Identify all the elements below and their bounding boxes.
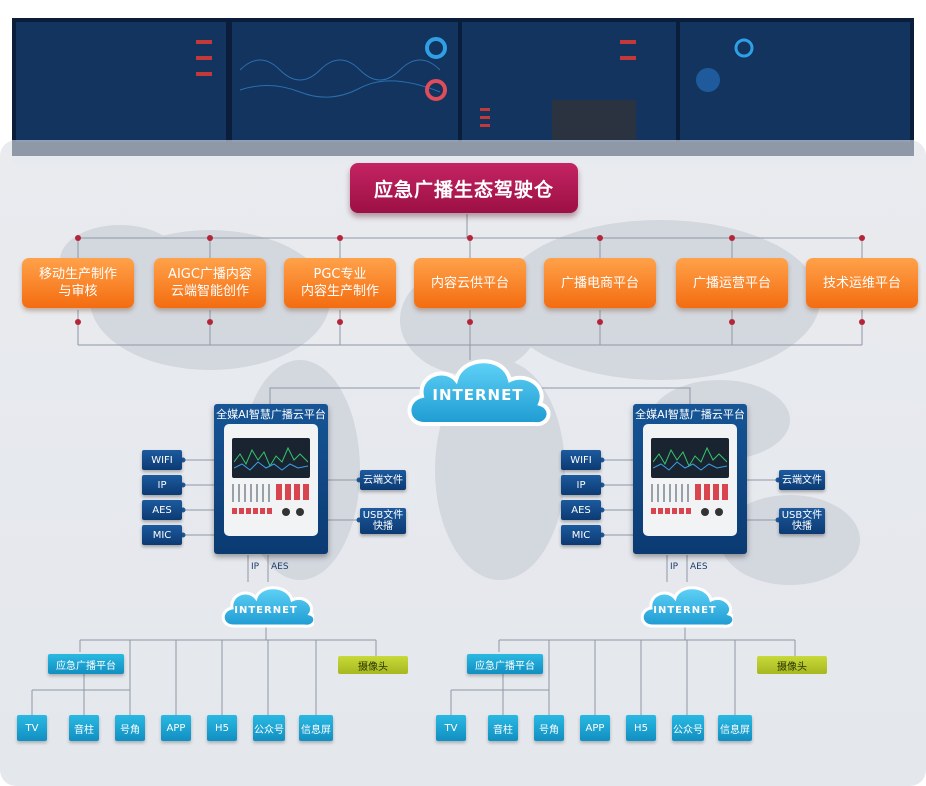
internet-cloud-icon (640, 586, 733, 628)
terminal-info-screen: 信息屏 (299, 715, 333, 741)
input-mic: MIC (561, 525, 601, 545)
node-dot (859, 319, 865, 325)
output-usb-quickplay: USB文件 快播 (360, 508, 406, 534)
node-dot (859, 235, 865, 241)
platform-operation: 广播运营平台 (676, 258, 788, 308)
camera-node: 摄像头 (338, 656, 408, 674)
broadcast-console-icon (643, 424, 737, 536)
platform-aigc-creation: AIGC广播内容 云端智能创作 (154, 258, 266, 308)
terminal-official-account: 公众号 (253, 715, 285, 741)
input-ip: IP (561, 475, 601, 495)
node-dot (729, 235, 735, 241)
link-label-ip: IP (251, 562, 260, 572)
terminal-app: APP (161, 715, 191, 741)
terminal-app: APP (580, 715, 610, 741)
platform-mobile-production: 移动生产制作 与审核 (22, 258, 134, 308)
node-dot (337, 319, 343, 325)
node-dot (207, 319, 213, 325)
output-cloud-file: 云端文件 (779, 470, 825, 490)
terminal-h5: H5 (626, 715, 656, 741)
platform-tech-maintenance: 技术运维平台 (806, 258, 918, 308)
terminal-tv: TV (436, 715, 466, 741)
terminal-tv: TV (17, 715, 47, 741)
node-dot (75, 319, 81, 325)
link-label-ip: IP (670, 562, 679, 572)
terminal-horn: 号角 (534, 715, 564, 741)
node-dot (207, 235, 213, 241)
internet-cloud-icon (407, 359, 551, 427)
input-wifi: WIFI (142, 450, 182, 470)
cloud-platform-panel-right: 全媒AI智慧广播云平台 (633, 404, 747, 554)
terminal-info-screen: 信息屏 (718, 715, 752, 741)
input-wifi: WIFI (561, 450, 601, 470)
terminal-speaker-column: 音柱 (488, 715, 518, 741)
emergency-platform: 应急广播平台 (467, 654, 543, 674)
title-banner: 应急广播生态驾驶仓 (350, 163, 578, 213)
input-mic: MIC (142, 525, 182, 545)
input-ip: IP (142, 475, 182, 495)
terminal-official-account: 公众号 (672, 715, 704, 741)
node-dot (75, 235, 81, 241)
node-dot (467, 235, 473, 241)
output-usb-quickplay: USB文件 快播 (779, 508, 825, 534)
node-dot (597, 235, 603, 241)
link-label-aes: AES (271, 562, 289, 572)
internet-label: INTERNET (432, 386, 524, 404)
internet-label: INTERNET (234, 605, 298, 616)
node-dot (729, 319, 735, 325)
terminal-horn: 号角 (115, 715, 145, 741)
cloud-platform-panel-left: 全媒AI智慧广播云平台 (214, 404, 328, 554)
terminal-h5: H5 (207, 715, 237, 741)
broadcast-console-icon (224, 424, 318, 536)
platform-ecommerce: 广播电商平台 (544, 258, 656, 308)
platform-pgc-production: PGC专业 内容生产制作 (284, 258, 396, 308)
internet-cloud-icon (221, 586, 314, 628)
link-label-aes: AES (690, 562, 708, 572)
internet-label: INTERNET (653, 605, 717, 616)
emergency-platform: 应急广播平台 (48, 654, 124, 674)
output-cloud-file: 云端文件 (360, 470, 406, 490)
input-aes: AES (561, 500, 601, 520)
platform-content-cloud: 内容云供平台 (414, 258, 526, 308)
input-aes: AES (142, 500, 182, 520)
node-dot (597, 319, 603, 325)
terminal-speaker-column: 音柱 (69, 715, 99, 741)
node-dot (467, 319, 473, 325)
camera-node: 摄像头 (757, 656, 827, 674)
panel-title: 全媒AI智慧广播云平台 (216, 408, 326, 421)
title-text: 应急广播生态驾驶仓 (373, 178, 554, 201)
panel-title: 全媒AI智慧广播云平台 (635, 408, 745, 421)
node-dot (337, 235, 343, 241)
